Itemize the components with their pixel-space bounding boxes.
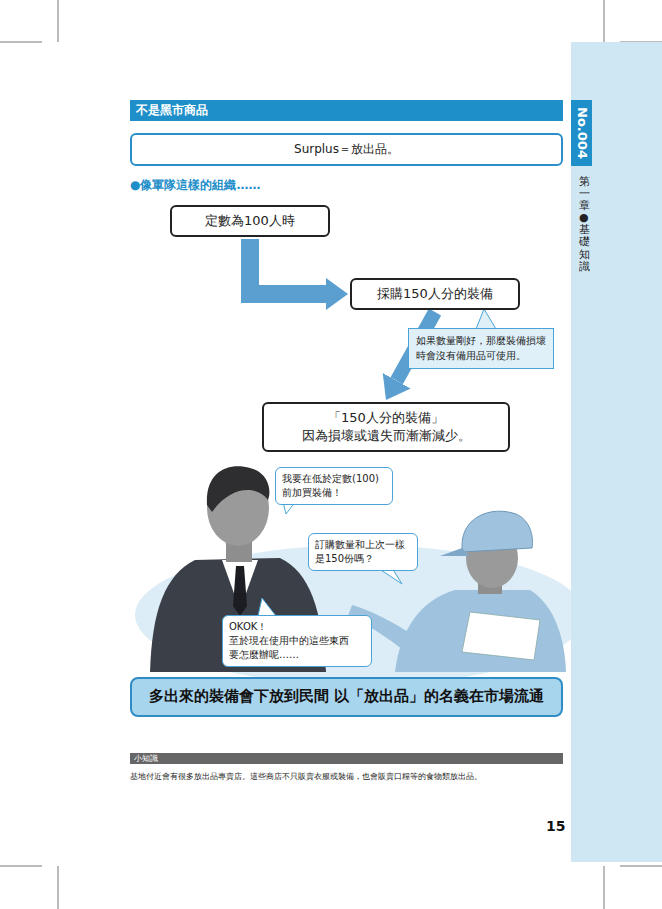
chapter-title: 第一章●基礎知識 (579, 176, 590, 273)
node-text: Surplus＝放出品。 (138, 141, 555, 158)
chapter-tab-band: 第一章●基礎知識 No.004 (571, 42, 662, 862)
tab-number: No.004 (574, 107, 589, 159)
chapter-number-tab: No.004 (571, 100, 592, 166)
speech-bubble: 我要在低於定數(100) 前加買裝備！ (275, 467, 393, 505)
section-lead: ●像軍隊這樣的組織…… (130, 177, 430, 194)
header-bar: 不是黑市商品 (130, 100, 563, 121)
node-text: 「150人分的裝備」 因為損壞或遺失而漸漸減少。 (272, 409, 500, 445)
callout-tail (476, 309, 496, 329)
node-text: 如果數量剛好，那麼裝備損壞時會沒有備用品可使用。 (416, 334, 546, 363)
node-text: 我要在低於定數(100) 前加買裝備！ (282, 472, 386, 500)
node-text: 多出來的裝備會下放到民間 以「放出品」的名義在市場流通 (139, 686, 554, 708)
process-box: 定數為100人時 (170, 205, 330, 237)
summary-band: 多出來的裝備會下放到民間 以「放出品」的名義在市場流通 (130, 677, 563, 717)
process-box: 採購150人分的裝備 (350, 278, 520, 310)
node-text: OKOK！ 至於現在使用中的這些東西 要怎麼辦呢…… (229, 620, 365, 662)
node-text: 小知識 (134, 753, 559, 764)
process-box: 「150人分的裝備」 因為損壞或遺失而漸漸減少。 (262, 402, 510, 452)
flow-arrow (250, 239, 326, 294)
node-text: 訂購數量和上次一樣 是150份嗎？ (315, 538, 411, 566)
speech-bubble: 訂購數量和上次一樣 是150份嗎？ (308, 533, 418, 571)
page-number: 15 (546, 818, 576, 834)
section-bar: 小知識 (130, 753, 563, 764)
node-text: 不是黑市商品 (136, 102, 557, 119)
node-text: 採購150人分的裝備 (357, 285, 513, 303)
note-text: 基地付近會有很多放出品專賣店。這些商店不只販賣衣服或裝備，也會販賣口糧等的食物類… (130, 771, 563, 782)
node-text: 定數為100人時 (177, 212, 323, 230)
callout-box: 如果數量剛好，那麼裝備損壞時會沒有備用品可使用。 (408, 328, 554, 369)
speech-bubble: OKOK！ 至於現在使用中的這些東西 要怎麼辦呢…… (222, 615, 372, 667)
definition-box: Surplus＝放出品。 (130, 133, 563, 166)
